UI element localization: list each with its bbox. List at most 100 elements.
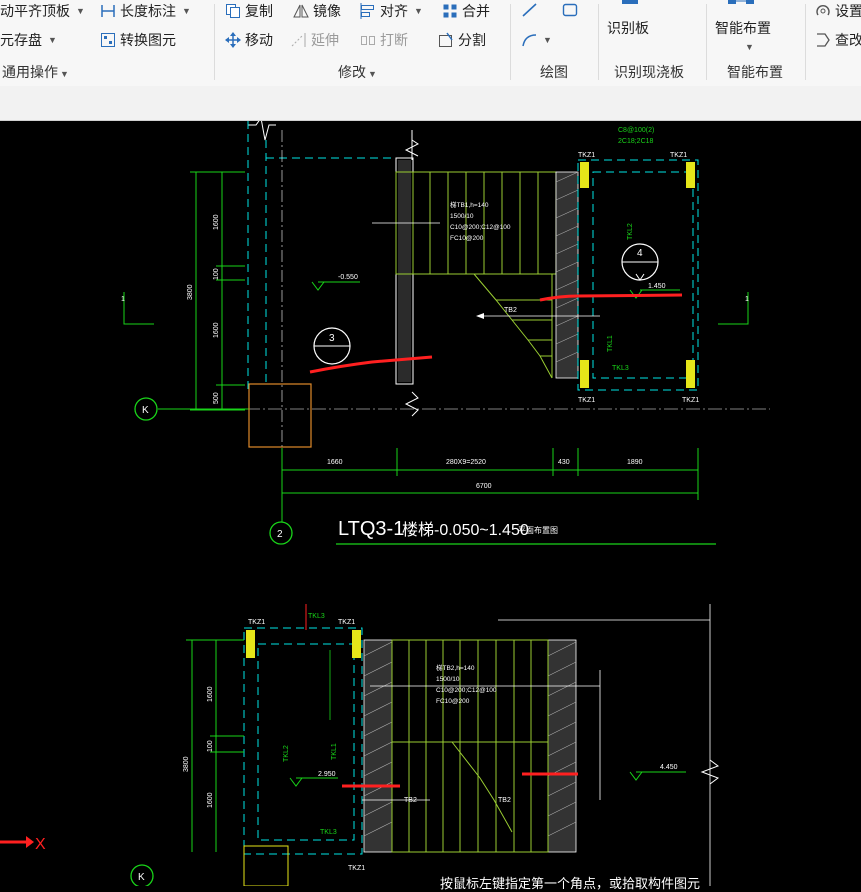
draw-group-label: 绘图 [540,64,568,80]
draw-line-button[interactable] [521,2,537,18]
common-operations-group-label: 通用操作▼ [2,64,69,80]
axis-label-2: 2 [277,529,283,540]
vdim: 1600 [207,792,214,808]
move-icon [225,32,241,48]
extend-button[interactable]: 延伸 [291,31,339,49]
modify-group-label: 修改▼ [338,64,377,80]
move-button[interactable]: 移动 [225,31,273,49]
merge-icon [442,3,458,19]
settings-button[interactable]: 设置 [815,2,861,20]
ucs-arrow-icon [26,836,34,848]
draw-arc-button[interactable]: ▼ [521,31,552,49]
smart-layout-button[interactable]: 智能布置 [715,19,771,37]
axis-label-k: K [142,405,149,416]
stair-beam-hatch [363,639,393,853]
drawing-svg: C8@100(2) 2C18;2C18 [0,121,770,886]
mirror-button[interactable]: 镜像 [293,2,341,20]
landing-slab [577,159,699,391]
align-button[interactable]: 对齐 ▼ [360,2,423,20]
svg-text:1500/10: 1500/10 [436,676,460,683]
merge-button[interactable]: 合并 [442,2,490,20]
drawing-title: LTQ3-1 [338,518,404,540]
arrow-icon [476,313,484,319]
hdim-total: 6700 [476,483,492,490]
copy-button[interactable]: 复制 [225,2,273,20]
level-symbol [311,281,325,291]
hdim: 430 [558,459,570,466]
label-tb2: TB2 [504,307,517,314]
label-tkz1: TKZ1 [682,397,699,404]
align-icon [360,3,376,19]
break-label: 打断 [380,32,408,48]
label-tb2: TB2 [404,797,417,804]
svg-text:1500/10: 1500/10 [450,213,474,220]
element-save-button[interactable]: 元存盘 ▼ [0,31,57,49]
section-cut-mark [718,292,749,325]
convert-element-label: 转换图元 [120,32,176,48]
hatch-lines [555,171,579,363]
vdim-1600: 1600 [213,322,220,338]
level-2950: 2.950 [318,771,336,778]
label-tkl2: TKL2 [283,745,290,762]
identify-slab-icon-button[interactable] [620,0,640,6]
svg-text:C10@200;C12@100: C10@200;C12@100 [436,687,497,694]
smart-layout-group-label: 智能布置 [727,64,783,80]
break-symbol [700,759,720,785]
break-symbol [404,139,419,157]
chevron-down-icon[interactable]: ▼ [76,6,85,16]
auto-align-slab-button[interactable]: 动平齐顶板 ▼ [0,2,85,20]
level-neg-0550: -0.550 [338,274,358,281]
bottom-plan: TKZ1 TKZ1 TKL3 TKL3 TKL2 TKL1 TKZ1 [0,604,720,886]
group-separator [598,4,599,80]
smart-layout-dropdown[interactable]: ▼ [743,38,754,56]
convert-element-icon [100,32,116,48]
label-tkz1: TKZ1 [670,152,687,159]
identify-slab-button[interactable]: 识别板 [607,19,649,37]
column-tkz [580,162,589,188]
chevron-down-icon[interactable]: ▼ [48,35,57,45]
svg-text:C10@200;C12@100: C10@200;C12@100 [450,224,511,231]
break-button[interactable]: 打断 [360,31,408,49]
axis-label-k: K [138,872,145,883]
stair-treads [391,639,549,853]
chevron-down-icon[interactable]: ▼ [414,6,423,16]
section-cut-mark [123,292,154,325]
level-symbol [289,777,303,787]
drawing-title-small: 平面布置图 [518,525,558,535]
label-tkz1: TKZ1 [248,619,265,626]
label-tkl3: TKL3 [612,365,629,372]
smart-layout-icon-button[interactable] [726,0,756,6]
query-modify-button[interactable]: 查改 [815,31,861,49]
draw-rectangle-button[interactable] [562,2,578,18]
chevron-down-icon[interactable]: ▼ [182,6,191,16]
split-button[interactable]: 分割 [438,31,486,49]
level-symbol [629,289,643,299]
column-outline [248,383,312,448]
vdim-total: 3800 [183,756,190,772]
column-tkz [243,845,289,886]
convert-element-button[interactable]: 转换图元 [100,31,176,49]
group-separator [214,4,215,80]
section-cut-label: 1 [745,296,749,303]
break-symbol [404,391,419,417]
length-dimension-button[interactable]: 长度标注 ▼ [100,2,191,20]
label-tkz1: TKZ1 [578,397,595,404]
vdim-total: 3800 [187,284,194,300]
ribbon-toolbar: 动平齐顶板 ▼ 元存盘 ▼ 通用操作▼ 长度标注 ▼ 转换图元 复制 镜像 [0,0,861,87]
line-icon [521,2,537,18]
align-label: 对齐 [380,3,408,19]
label-tkl3: TKL3 [308,613,325,620]
break-symbol [248,121,276,141]
chevron-down-icon[interactable]: ▼ [543,35,552,45]
beam-note-line1: C8@100(2) [618,127,654,134]
label-tkl2: TKL2 [627,223,634,240]
smart-layout-label: 智能布置 [715,20,771,36]
svg-text:FC10@200: FC10@200 [436,698,470,705]
stair-beam-hatch [547,639,577,853]
split-icon [438,32,454,48]
length-dimension-icon [100,3,116,19]
cad-drawing-canvas[interactable]: C8@100(2) 2C18;2C18 [0,121,861,886]
hdim: 1890 [627,459,643,466]
chevron-down-icon: ▼ [745,42,754,52]
landing-hatch [398,160,411,382]
